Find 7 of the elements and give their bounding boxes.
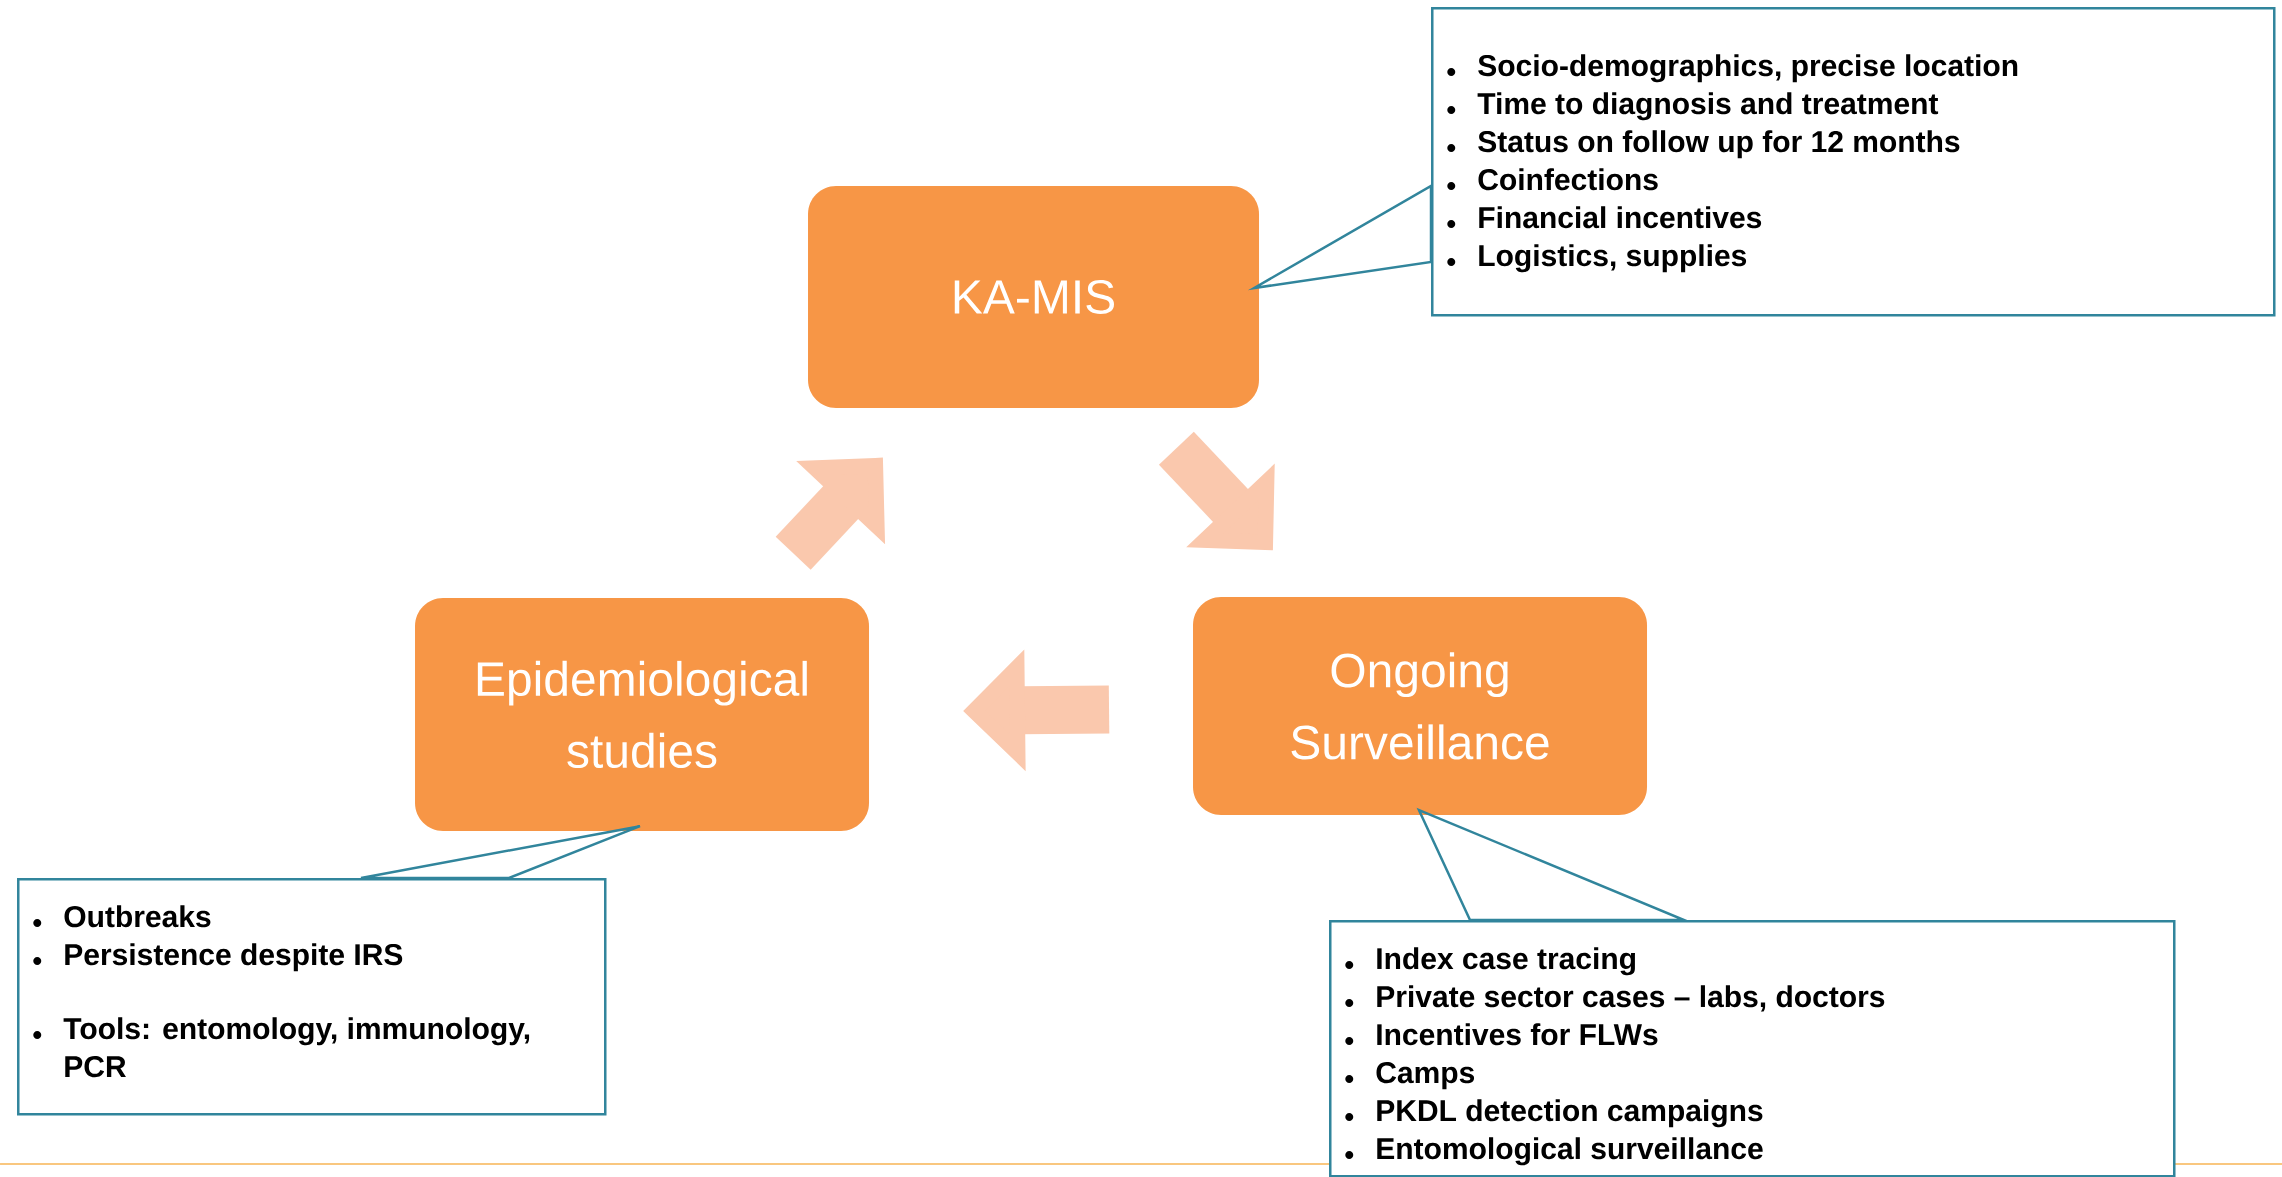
block-arrow — [1158, 431, 1275, 551]
process-box: KA-MIS — [808, 186, 1259, 408]
process-box: Epidemiological studies — [415, 598, 869, 831]
callout-box: Index case tracing Private sector cases – labs, doctors Incentives for FLWs Camps PKDL detection campaigns Entomological surveillance — [1329, 920, 2176, 1177]
process-box: Ongoing Surveillance — [1193, 597, 1647, 815]
callout-box: Socio-demographics, precise location Time to diagnosis and treatment Status on follow up for 12 months Coinfections Financial incentives Logistics, supplies — [1431, 7, 2276, 317]
callout-box: Outbreaks Persistence despite IRS Tools: entomology, immunology, PCR — [17, 878, 607, 1116]
